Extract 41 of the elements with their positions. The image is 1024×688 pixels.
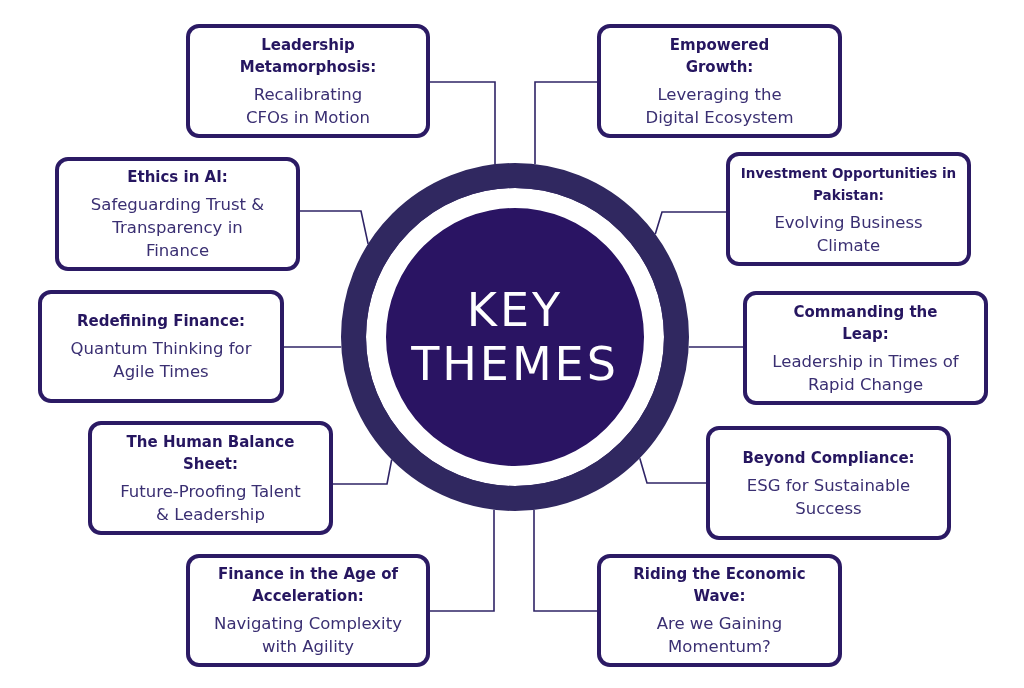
theme-card [186, 554, 430, 667]
theme-card [743, 291, 988, 405]
connector-line [429, 81, 496, 165]
theme-heading: Beyond Compliance: [742, 447, 915, 469]
theme-description: Evolving Business Climate [773, 211, 924, 257]
theme-description: Are we Gaining Momentum? [655, 613, 784, 658]
theme-heading: The Human Balance Sheet: [125, 431, 296, 475]
theme-description: Safeguarding Trust & Transparency in Finance [89, 194, 266, 262]
theme-heading: Ethics in AI: [127, 167, 228, 188]
connector-line [654, 211, 727, 235]
theme-card [726, 152, 971, 266]
theme-card [597, 24, 842, 138]
theme-card [55, 157, 300, 271]
theme-card [38, 290, 284, 403]
theme-heading: Investment Opportunities in Pakistan: [739, 163, 958, 205]
theme-heading: Leadership Metamorphosis: [238, 34, 378, 78]
theme-description: Leadership in Times of Rapid Change [771, 350, 960, 396]
theme-card [706, 426, 951, 540]
connector-line [687, 346, 744, 348]
theme-card [597, 554, 842, 667]
theme-description: ESG for Sustainable Success [745, 474, 912, 520]
theme-description: Quantum Thinking for Agile Times [69, 338, 253, 383]
connector-line [429, 508, 495, 612]
connector-line [299, 210, 369, 245]
theme-heading: Redefining Finance: [76, 311, 246, 332]
theme-heading: Riding the Economic Wave: [632, 564, 807, 607]
theme-description: Leveraging the Digital Ecosystem [644, 83, 795, 129]
connector-line [639, 457, 707, 484]
theme-heading: Finance in the Age of Acceleration: [217, 564, 400, 607]
connector-line [534, 81, 598, 165]
theme-heading: Empowered Growth: [668, 34, 771, 78]
connector-line [332, 458, 393, 485]
theme-description: Recalibrating CFOs in Motion [244, 83, 372, 129]
theme-card [186, 24, 430, 138]
connector-line [533, 509, 598, 612]
theme-description: Future-Proofing Talent & Leadership [119, 480, 302, 526]
connector-line [283, 346, 343, 348]
theme-heading: Commanding the Leap: [792, 301, 939, 345]
center-title: KEY THEMES [410, 283, 620, 391]
theme-card [88, 421, 333, 535]
theme-description: Navigating Complexity with Agility [213, 613, 403, 658]
